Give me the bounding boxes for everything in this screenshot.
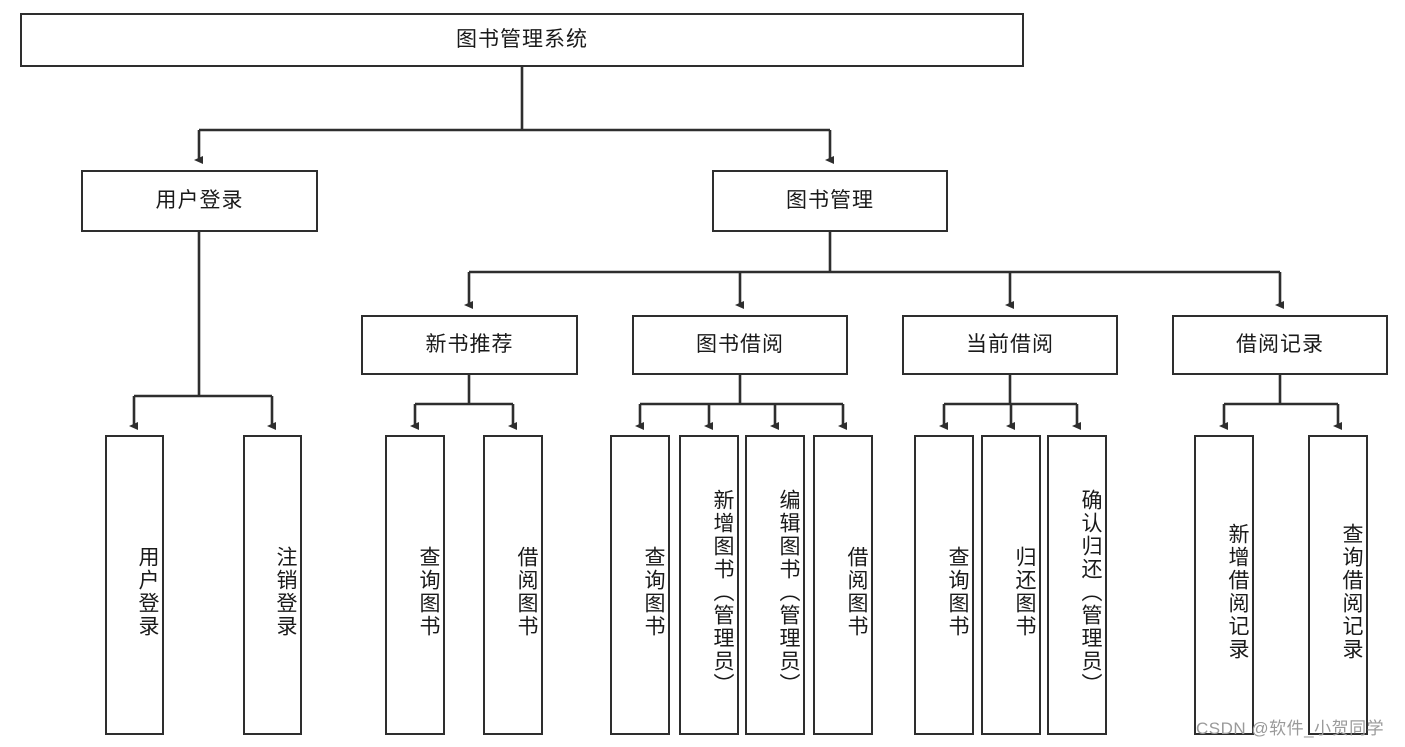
node-book-borrow[interactable]: 图书借阅 — [632, 315, 848, 375]
leaf-borrow-record-query[interactable]: 查询借阅记录 — [1308, 435, 1368, 735]
leaf-book-borrow-edit-admin[interactable]: 编辑图书（管理员） — [745, 435, 805, 735]
leaf-borrow-record-add[interactable]: 新增借阅记录 — [1194, 435, 1254, 735]
leaf-user-login-signout[interactable]: 注销登录 — [243, 435, 302, 735]
leaf-book-borrow-borrow[interactable]: 借阅图书 — [813, 435, 873, 735]
leaf-user-login-signin[interactable]: 用户登录 — [105, 435, 164, 735]
leaf-new-book-borrow[interactable]: 借阅图书 — [483, 435, 543, 735]
node-current-borrow[interactable]: 当前借阅 — [902, 315, 1118, 375]
node-borrow-record[interactable]: 借阅记录 — [1172, 315, 1388, 375]
node-new-book-recommend[interactable]: 新书推荐 — [361, 315, 578, 375]
leaf-current-borrow-query[interactable]: 查询图书 — [914, 435, 974, 735]
leaf-current-borrow-return[interactable]: 归还图书 — [981, 435, 1041, 735]
node-user-login[interactable]: 用户登录 — [81, 170, 318, 232]
leaf-book-borrow-query[interactable]: 查询图书 — [610, 435, 670, 735]
watermark-text: CSDN @软件_小贺同学 — [1196, 719, 1385, 738]
node-book-management[interactable]: 图书管理 — [712, 170, 948, 232]
leaf-new-book-query[interactable]: 查询图书 — [385, 435, 445, 735]
node-root-system[interactable]: 图书管理系统 — [20, 13, 1024, 67]
leaf-book-borrow-add-admin[interactable]: 新增图书（管理员） — [679, 435, 739, 735]
leaf-current-borrow-confirm-admin[interactable]: 确认归还（管理员） — [1047, 435, 1107, 735]
